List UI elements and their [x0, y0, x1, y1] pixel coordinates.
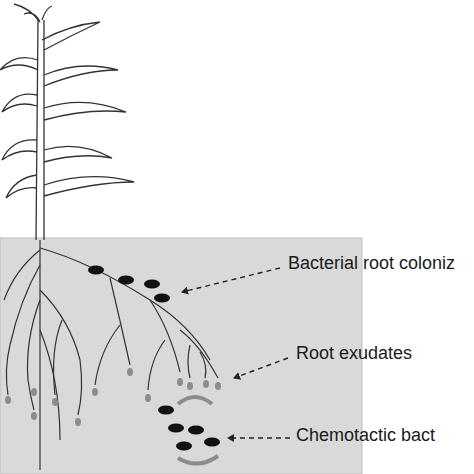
corn-plant [0, 4, 134, 240]
root-exudates [5, 368, 221, 426]
roots [4, 240, 218, 470]
chemotaxis-arc [178, 397, 218, 464]
annotation-label: Chemotactic bact [296, 426, 435, 446]
annotation-label: Root exudates [296, 344, 412, 364]
annotation-label: Bacterial root coloniz [288, 254, 455, 274]
bacteria [88, 266, 220, 451]
leader-arrow [182, 268, 290, 438]
